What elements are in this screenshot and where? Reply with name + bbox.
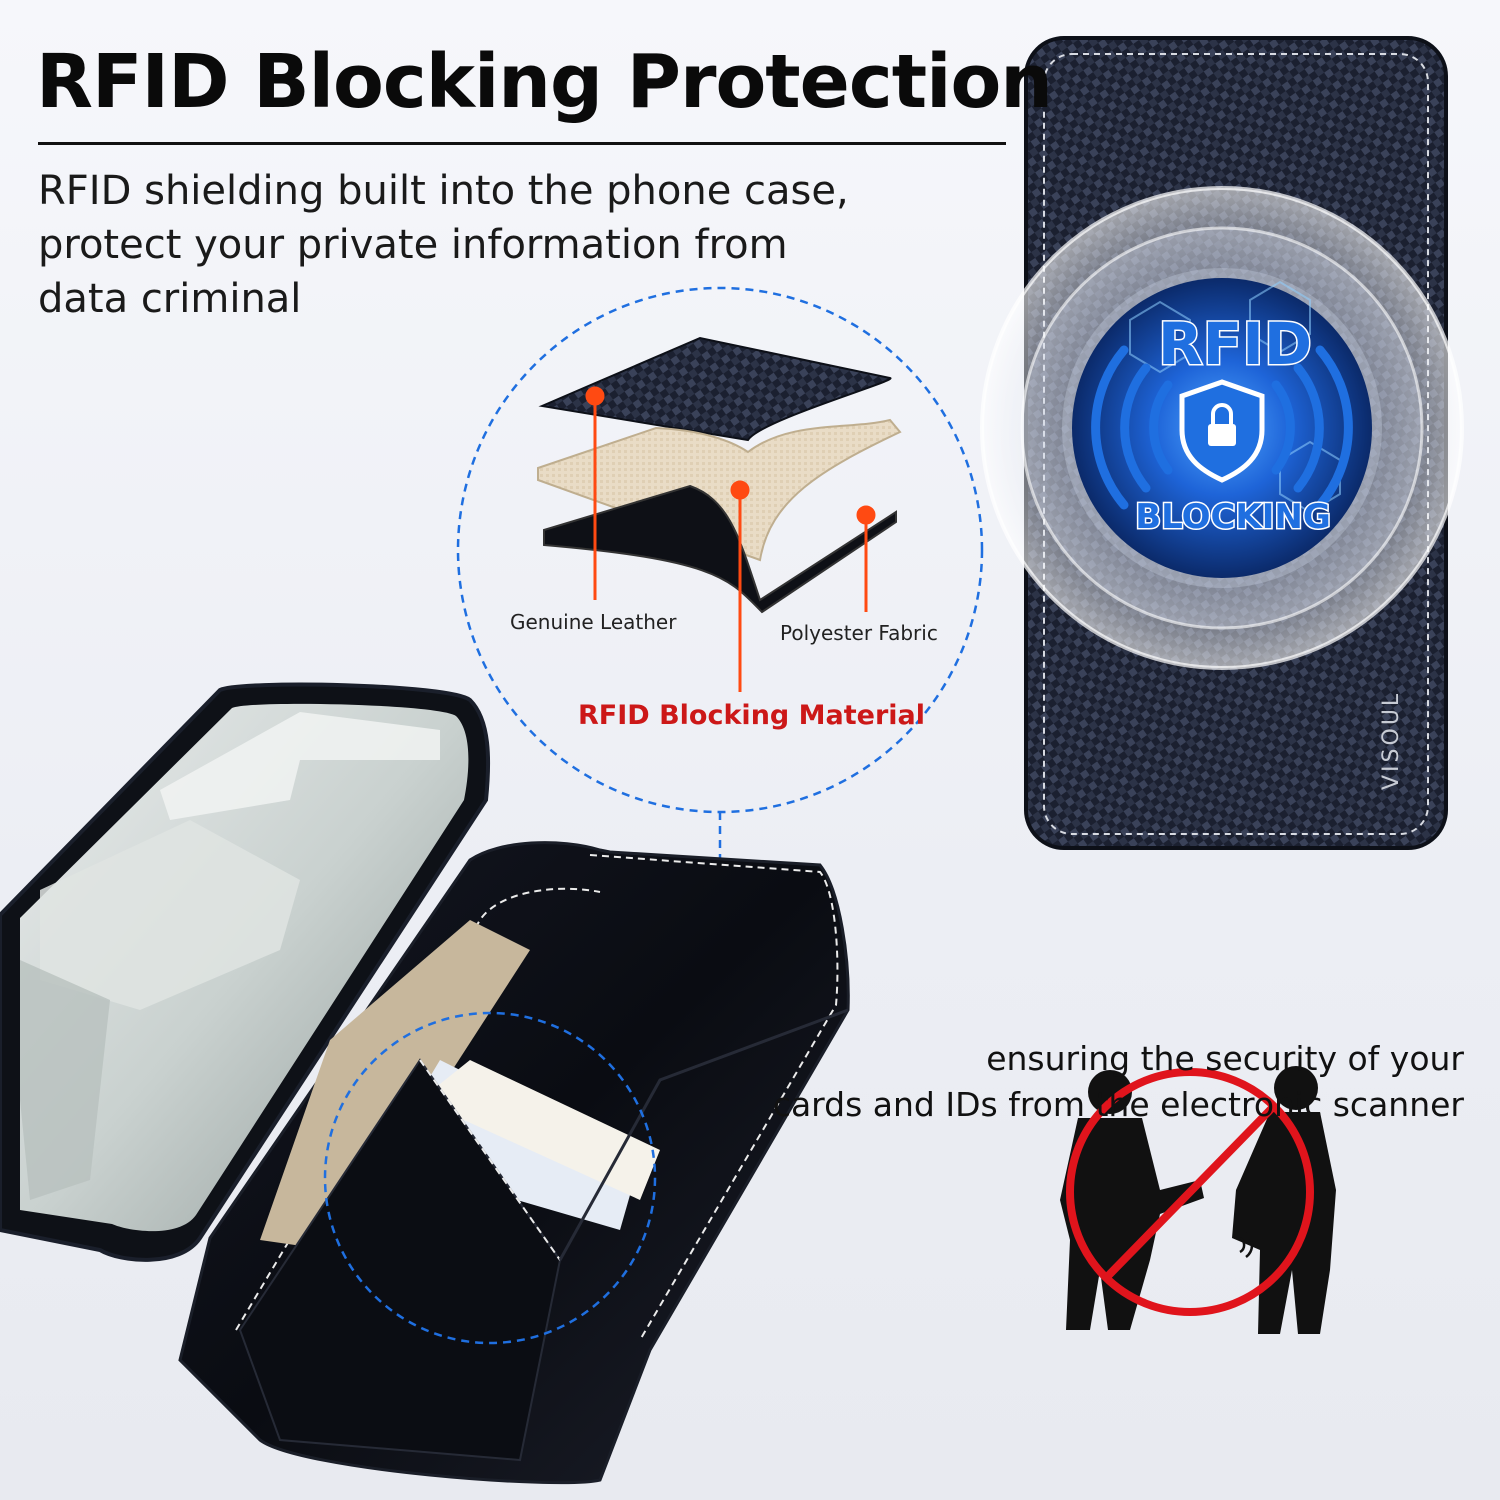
layer-markers [585,386,876,692]
signal-wave-icon [1239,1232,1254,1258]
material-layers [537,336,902,614]
description: RFID shielding built into the phone case… [38,164,938,326]
rfid-badge: RFID BLOCKING [980,186,1464,670]
title-divider [38,142,1006,145]
description-line: protect your private information from [38,222,788,268]
description-line: RFID shielding built into the phone case… [38,168,849,214]
open-wallet-case [0,682,850,1485]
badge-top-text: RFID [1158,310,1312,378]
layer-label-genuine-leather: Genuine Leather [510,610,677,634]
layer-label-rfid-material: RFID Blocking Material [578,700,925,731]
description-line: data criminal [38,276,302,322]
brand-logo: VISOUL [1379,691,1404,790]
badge-bottom-text: BLOCKING [1135,497,1331,537]
prohibition-icon [1066,1068,1314,1316]
layer-label-polyester-fabric: Polyester Fabric [780,621,938,645]
footer-line: cards and IDs from the electronic scanne… [772,1085,1464,1124]
page-title: RFID Blocking Protection [36,39,1053,125]
footer-line: ensuring the security of your [986,1039,1464,1078]
card-slot-magnifier-circle [323,1011,657,1345]
footer-caption: ensuring the security of your cards and … [773,1036,1464,1128]
